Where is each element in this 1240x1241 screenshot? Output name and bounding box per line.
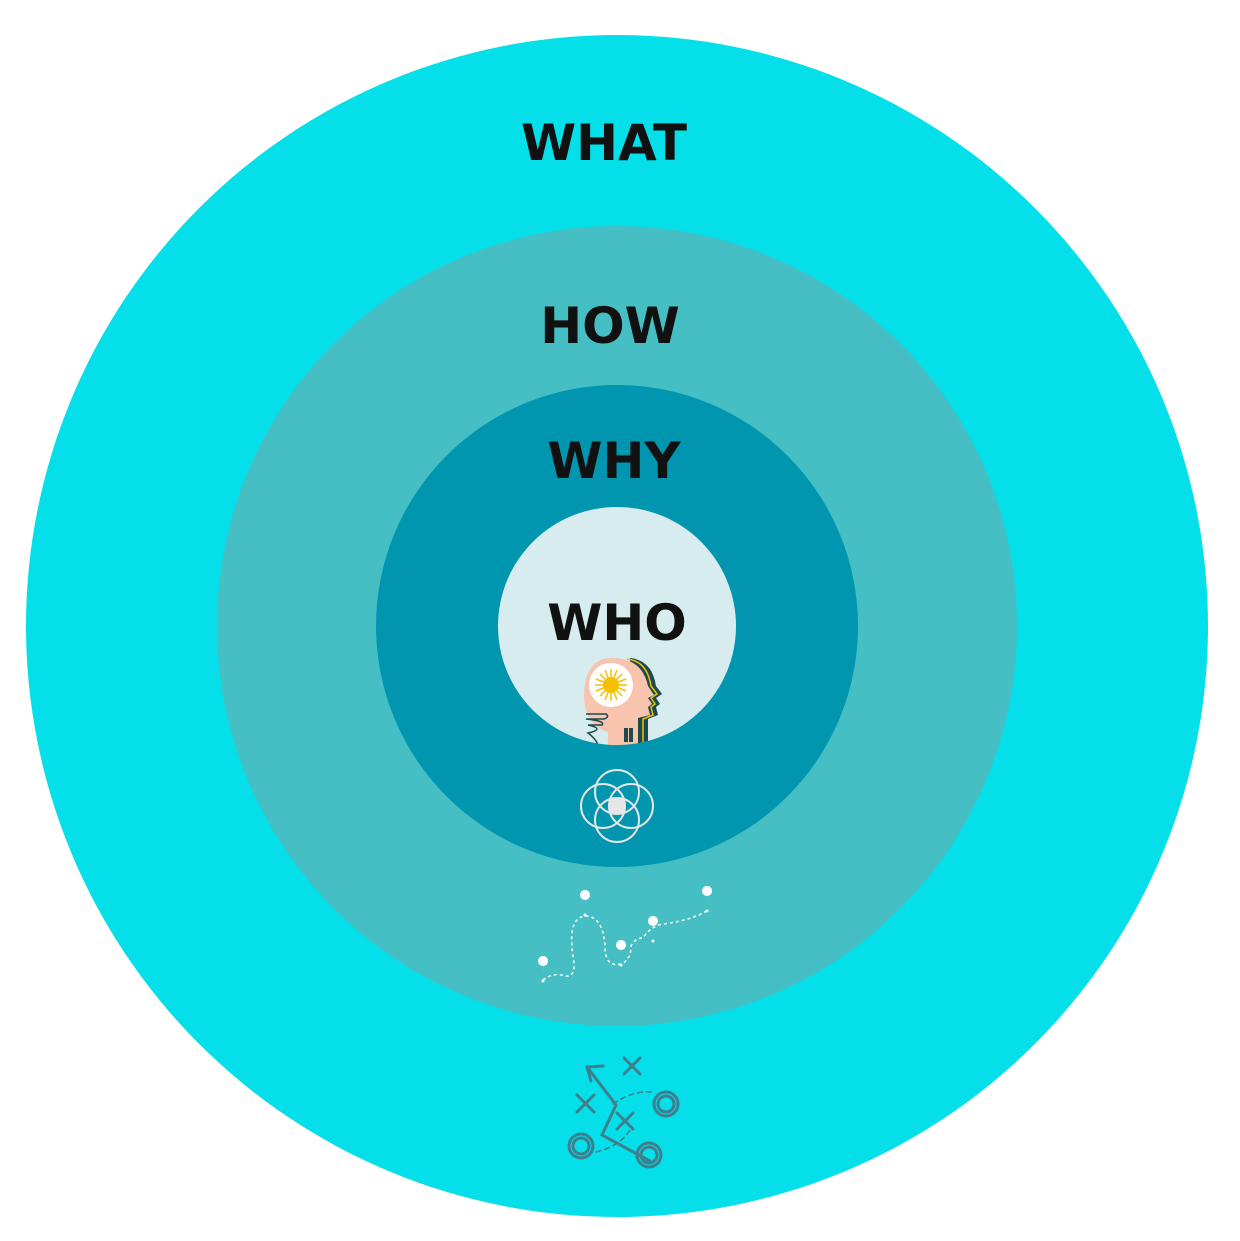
overlapping-circles-icon (580, 769, 654, 843)
ring-who (498, 507, 736, 745)
label-who: WHO (547, 594, 687, 652)
route-map-icon (538, 886, 713, 983)
head-sun-icon (584, 658, 662, 745)
strategy-play-icon (567, 1056, 680, 1169)
label-why: WHY (547, 432, 681, 490)
label-how: HOW (540, 297, 680, 355)
label-what: WHAT (521, 114, 687, 172)
